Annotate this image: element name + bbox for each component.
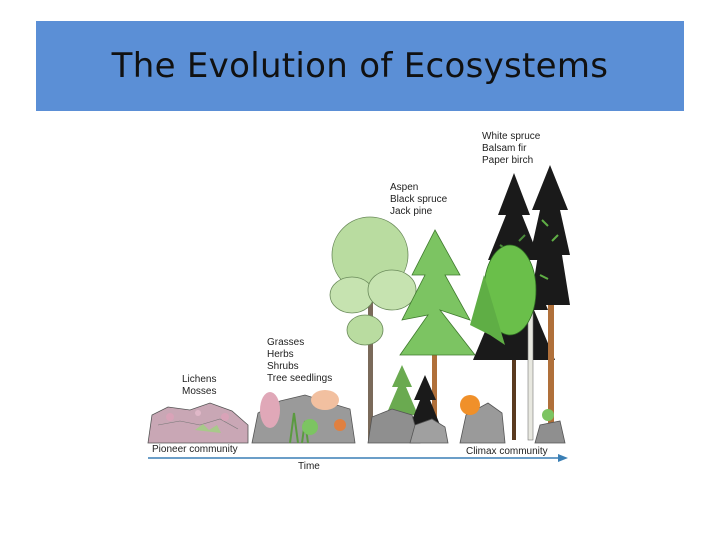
pioneer-community-label: Pioneer community xyxy=(152,444,238,455)
mid-stage-rocks xyxy=(367,408,449,444)
time-label: Time xyxy=(298,461,320,472)
species-name: Black spruce xyxy=(390,194,448,205)
pioneer-rocks xyxy=(147,402,249,444)
species-name: Lichens xyxy=(182,374,217,385)
paper-birch-tree xyxy=(470,244,537,441)
succession-illustration xyxy=(147,165,570,462)
balsam-fir-tree xyxy=(530,165,570,440)
climax-rocks xyxy=(459,395,566,444)
species-name: Tree seedlings xyxy=(267,373,333,384)
species-name: Jack pine xyxy=(390,206,433,217)
climax-community-label: Climax community xyxy=(466,446,548,457)
species-name: Paper birch xyxy=(482,155,534,166)
pioneer-species-label: Lichens Mosses xyxy=(182,374,216,398)
herb-stage-ground xyxy=(251,390,356,444)
jack-pine-tree xyxy=(399,229,476,440)
species-name: Balsam fir xyxy=(482,143,527,154)
species-name: Aspen xyxy=(390,182,419,193)
black-spruce-small xyxy=(386,365,440,425)
species-name: Grasses xyxy=(267,337,305,348)
herb-stage-species-label: Grasses Herbs Shrubs Tree seedlings xyxy=(267,337,332,385)
species-name: Shrubs xyxy=(267,361,299,372)
climax-species-label: White spruce Balsam fir Paper birch xyxy=(482,131,540,167)
species-name: Mosses xyxy=(182,386,217,397)
species-name: Herbs xyxy=(267,349,294,360)
intermediate-species-label: Aspen Black spruce Jack pine xyxy=(390,182,447,218)
title-bar: The Evolution of Ecosystems xyxy=(36,21,684,111)
slide-title: The Evolution of Ecosystems xyxy=(111,46,609,86)
time-axis xyxy=(148,454,568,462)
species-name: White spruce xyxy=(482,131,541,142)
aspen-tree xyxy=(329,216,417,440)
succession-diagram: Lichens Mosses Grasses Herbs Shrubs Tree… xyxy=(140,125,570,480)
